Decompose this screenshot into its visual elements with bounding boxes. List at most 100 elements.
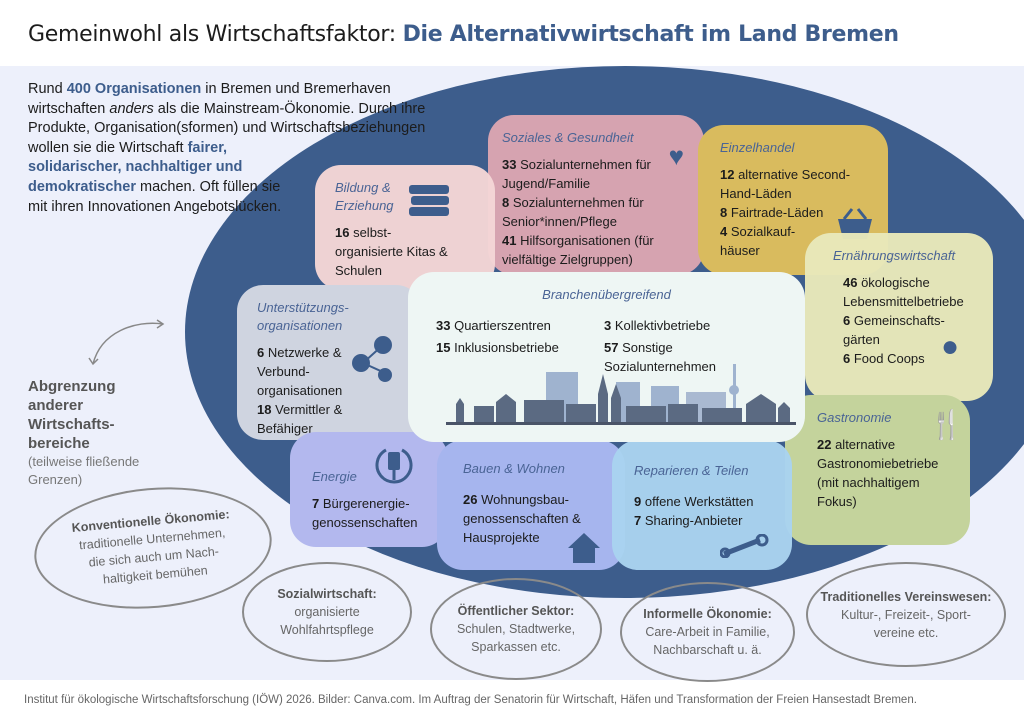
item-count: 9	[634, 494, 642, 509]
footer-credits: Institut für ökologische Wirtschaftsfors…	[24, 694, 917, 706]
item-count: 4	[720, 224, 728, 239]
books-icon	[409, 185, 449, 216]
item-label: Gemeinschafts-gärten	[843, 313, 945, 347]
box-item: 22 alternative Gastronomiebetriebe (mit …	[817, 435, 962, 511]
item-label: Wohnungsbau-genossenschaften & Hausproje…	[463, 492, 581, 545]
power-plug-icon	[375, 448, 413, 484]
box-item: 16 selbst-organisierte Kitas & Schulen	[335, 223, 455, 280]
box-item: 6 Food Coops	[843, 349, 977, 368]
item-label: Vermittler & Befähiger	[257, 402, 343, 436]
item-count: 3	[604, 318, 612, 333]
item-count: Traditionelles Vereinswesen:	[820, 589, 992, 604]
box-items-grid: 33 Quartierszentren 3 Kollektivbetriebe …	[436, 316, 777, 376]
item-label: Hilfsorganisationen (für vielfältige Zie…	[502, 233, 654, 267]
box-item: 26 Wohnungsbau-genossenschaften & Hauspr…	[463, 490, 593, 547]
box-title: Bildung & Erziehung	[335, 180, 394, 213]
item-count: 6	[843, 351, 851, 366]
item-label: Sharing-Anbieter	[641, 513, 743, 528]
box-reparieren: Reparieren & Teilen 9 offene Werkstätten…	[612, 440, 792, 570]
intro-seg: in Bremen und Bremerhaven wirtschaften	[28, 81, 391, 117]
item-label: Kultur-, Freizeit-, Sport-vereine etc.	[841, 607, 971, 640]
item-label: Sonstige Sozialunternehmen	[604, 340, 717, 374]
title-highlight: Die Alternativwirtschaft im Land Bremen	[402, 22, 899, 47]
box-title: Bauen & Wohnen	[463, 461, 565, 476]
item-label: Bürgerenergie-genossenschaften	[312, 496, 418, 530]
box-item: 12 alternative Second-Hand-Läden	[720, 165, 872, 203]
item-count: 16	[335, 225, 350, 240]
box-item: 7 Bürgerenergie-genossenschaften	[312, 494, 432, 532]
item-count: 8	[720, 205, 728, 220]
intro-seg: Rund	[28, 81, 67, 97]
box-item: 7 Sharing-Anbieter	[634, 511, 776, 530]
intro-text: Rund 400 Organisationen in Bremen und Br…	[28, 80, 428, 515]
bremen-skyline-illustration	[446, 364, 796, 425]
box-item: 33 Quartierszentren	[436, 316, 604, 335]
house-icon	[568, 533, 600, 563]
item-count: 33	[502, 157, 517, 172]
item-label: organisierte Wohlfahrtspflege	[280, 605, 374, 637]
box-unterstuetzung: Unterstützungs-organisationen 6 Netzwerk…	[237, 285, 422, 440]
item-label: Sozialkauf-häuser	[720, 224, 796, 258]
item-label: alternative Gastronomiebetriebe (mit nac…	[817, 437, 939, 509]
item-count: 41	[502, 233, 517, 248]
box-item: 15 Inklusionsbetriebe	[436, 338, 604, 376]
box-title: Gastronomie	[817, 410, 892, 425]
circle-oeffentlicher-sektor: Öffentlicher Sektor:Schulen, Stadtwerke,…	[430, 578, 602, 680]
title-plain: Gemeinwohl als Wirtschaftsfaktor:	[28, 22, 396, 47]
box-energie: Energie 7 Bürgerenergie-genossenschaften	[290, 432, 448, 547]
box-item: 3 Kollektivbetriebe	[604, 316, 777, 335]
item-count: 6	[843, 313, 851, 328]
box-item: 46 ökologische Lebensmittelbetriebe	[813, 273, 977, 311]
box-title: Ernährungswirtschaft	[833, 248, 956, 263]
box-item: 33 Sozialunternehmen für Jugend/Familie	[502, 155, 652, 193]
item-label: Fairtrade-Läden	[727, 205, 824, 220]
item-count: 57	[604, 340, 619, 355]
box-title: Soziales & Gesundheit	[502, 130, 634, 145]
intro-seg: als die Mainstream-Ökonomie. Durch ihre …	[28, 100, 426, 156]
box-item: 8 Fairtrade-Läden	[720, 203, 872, 222]
item-count: 26	[463, 492, 478, 507]
box-item: 6 Netzwerke & Verbund-organisationen	[257, 343, 352, 400]
box-branchenuebergreifend: Branchenübergreifend 33 Quartierszentren…	[408, 272, 805, 442]
box-item: 6 Gemeinschafts-gärten	[843, 311, 953, 349]
circle-sozialwirtschaft: Sozialwirtschaft: organisierte Wohlfahrts…	[242, 562, 412, 662]
box-item: 8 Sozialunternehmen für Senior*innen/Pfl…	[502, 193, 688, 231]
box-item: 18 Vermittler & Befähiger	[257, 400, 352, 438]
intro-highlight: 400 Organisationen	[66, 81, 202, 97]
item-label: selbst-organisierte Kitas & Schulen	[335, 225, 448, 278]
item-count: 15	[436, 340, 451, 355]
fork-knife-icon: 🍴	[929, 409, 964, 440]
item-label: Food Coops	[850, 351, 925, 366]
circle-traditionelles-vereinswesen: Traditionelles Vereinswesen: Kultur-, Fre…	[806, 562, 1006, 667]
item-label: Kollektivbetriebe	[611, 318, 711, 333]
box-ernaehrung: Ernährungswirtschaft 46 ökologische Lebe…	[805, 233, 993, 401]
apple-icon: ●	[941, 330, 960, 363]
box-bauen: Bauen & Wohnen 26 Wohnungsbau-genossensc…	[437, 440, 625, 570]
item-count: 6	[257, 345, 265, 360]
network-people-icon	[352, 336, 392, 382]
item-label: ökologische Lebensmittelbetriebe	[843, 275, 964, 309]
item-count: Sozialwirtschaft:	[277, 587, 377, 601]
box-item: 9 offene Werkstätten	[634, 492, 776, 511]
item-count: 7	[312, 496, 320, 511]
circle-informelle-oekonomie: Informelle Ökonomie:Care-Arbeit in Famil…	[620, 582, 795, 682]
box-gastronomie: Gastronomie 22 alternative Gastronomiebe…	[785, 395, 970, 545]
item-label: Sozialunternehmen für Senior*innen/Pfleg…	[502, 195, 644, 229]
item-label: Sozialunternehmen für Jugend/Familie	[502, 157, 651, 191]
item-count: 22	[817, 437, 832, 452]
heart-hand-icon: ♥	[668, 141, 684, 171]
box-bildung: Bildung & Erziehung 16 selbst-organisier…	[315, 165, 495, 290]
item-label: offene Werkstätten	[641, 494, 754, 509]
item-count: Öffentlicher Sektor:	[457, 604, 575, 618]
box-item: 57 Sonstige Sozialunternehmen	[604, 338, 777, 376]
item-label: Netzwerke & Verbund-organisationen	[257, 345, 343, 398]
box-item: 41 Hilfsorganisationen (für vielfältige …	[502, 231, 688, 269]
page-title: Gemeinwohl als Wirtschaftsfaktor: Die Al…	[28, 22, 899, 47]
item-count: 18	[257, 402, 272, 417]
intro-highlight: fairer, solidarischer, nachhaltiger und …	[28, 139, 243, 195]
box-soziales: Soziales & Gesundheit 33 Sozialunternehm…	[488, 115, 704, 275]
intro-italic: anders	[109, 100, 154, 117]
item-count: 33	[436, 318, 451, 333]
box-title: Reparieren & Teilen	[634, 463, 749, 478]
box-title: Unterstützungs-organisationen	[257, 300, 349, 333]
